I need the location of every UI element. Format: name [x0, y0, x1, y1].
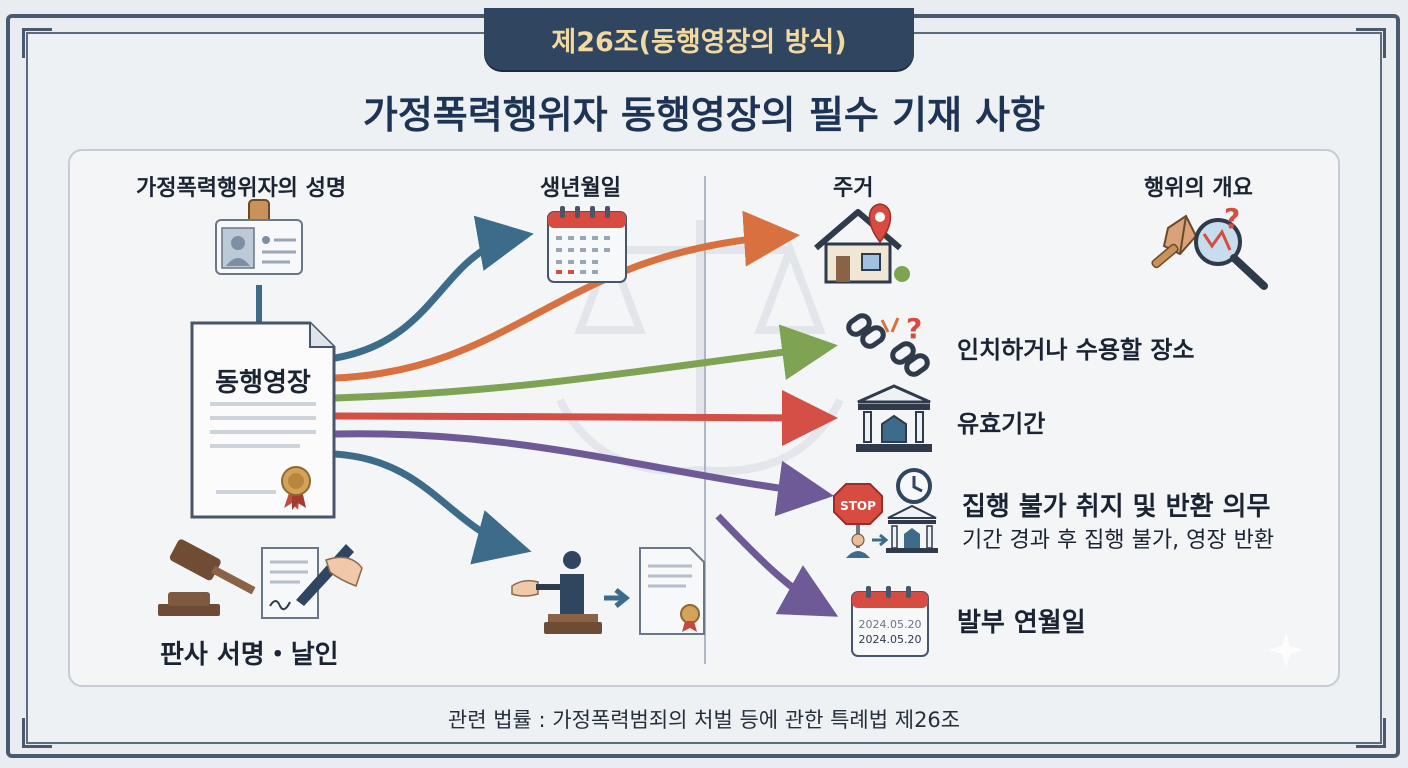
arrow-to-issue-date [715, 513, 839, 617]
magnifier-question-icon: ? [1151, 202, 1268, 290]
warrant-title: 동행영장 [215, 368, 311, 398]
frame-corner-ornament [22, 28, 52, 58]
footer-law-reference: 관련 법률 : 가정폭력범죄의 처벌 등에 관한 특례법 제26조 [447, 708, 961, 732]
svg-text:?: ? [1224, 202, 1240, 235]
defendant-figure-icon [544, 551, 602, 634]
label-name: 가정폭력행위자의 성명 [136, 176, 347, 201]
svg-text:STOP: STOP [840, 499, 876, 513]
arrow-right-icon [604, 588, 631, 608]
frame-corner-ornament [1356, 718, 1386, 748]
label-validity: 유효기간 [957, 410, 1046, 438]
svg-text:2024.05.20: 2024.05.20 [859, 633, 922, 646]
frame-corner-ornament [22, 718, 52, 748]
returned-warrant-icon [639, 547, 705, 635]
article-tab: 제26조(동행영장의 방식) [484, 8, 914, 70]
label-birthdate: 생년월일 [540, 176, 621, 201]
arrow-to-place [334, 324, 838, 402]
svg-text:2024.05.20: 2024.05.20 [859, 618, 922, 631]
location-pin-icon [868, 203, 892, 244]
signing-document-icon [261, 544, 363, 619]
arrow-to-validity [334, 389, 838, 446]
page-title: 가정폭력행위자 동행영장의 필수 기재 사항 [362, 93, 1046, 137]
arrow-right-icon [872, 533, 889, 547]
sparkle-icon [1268, 632, 1304, 668]
label-issue-date: 발부 연월일 [957, 608, 1086, 638]
arrow-to-birthdate [334, 215, 534, 362]
seal-ribbon-icon [281, 466, 311, 510]
person-icon [846, 533, 870, 558]
broken-chain-icon [846, 313, 930, 377]
question-mark-icon: ? [906, 312, 922, 345]
label-address: 주거 [833, 176, 874, 201]
issue-calendar-icon: 2024.05.20 2024.05.20 [851, 586, 929, 657]
label-judge-signature: 판사 서명・날인 [160, 640, 339, 670]
id-card-icon [215, 199, 303, 275]
frame-corner-ornament [1356, 28, 1386, 58]
clock-icon [896, 468, 932, 504]
calendar-icon [547, 206, 627, 283]
arrow-to-address [334, 210, 800, 382]
arrow-to-duty [334, 430, 834, 517]
label-place: 인치하거나 수용할 장소 [957, 336, 1195, 364]
hand-handing-warrant-icon [511, 579, 566, 597]
label-duty-description: 기간 경과 후 집행 불가, 영장 반환 [962, 528, 1275, 553]
arrow-to-execution [334, 450, 532, 565]
label-act-overview: 행위의 개요 [1144, 176, 1253, 201]
gavel-icon [158, 539, 256, 616]
house-icon [814, 209, 910, 284]
article-tab-text: 제26조(동행영장의 방식) [551, 27, 847, 58]
courthouse-icon [856, 384, 932, 452]
label-duty-title: 집행 불가 취지 및 반환 의무 [962, 492, 1271, 522]
warrant-document [190, 321, 336, 519]
courthouse-small-icon [886, 504, 938, 553]
